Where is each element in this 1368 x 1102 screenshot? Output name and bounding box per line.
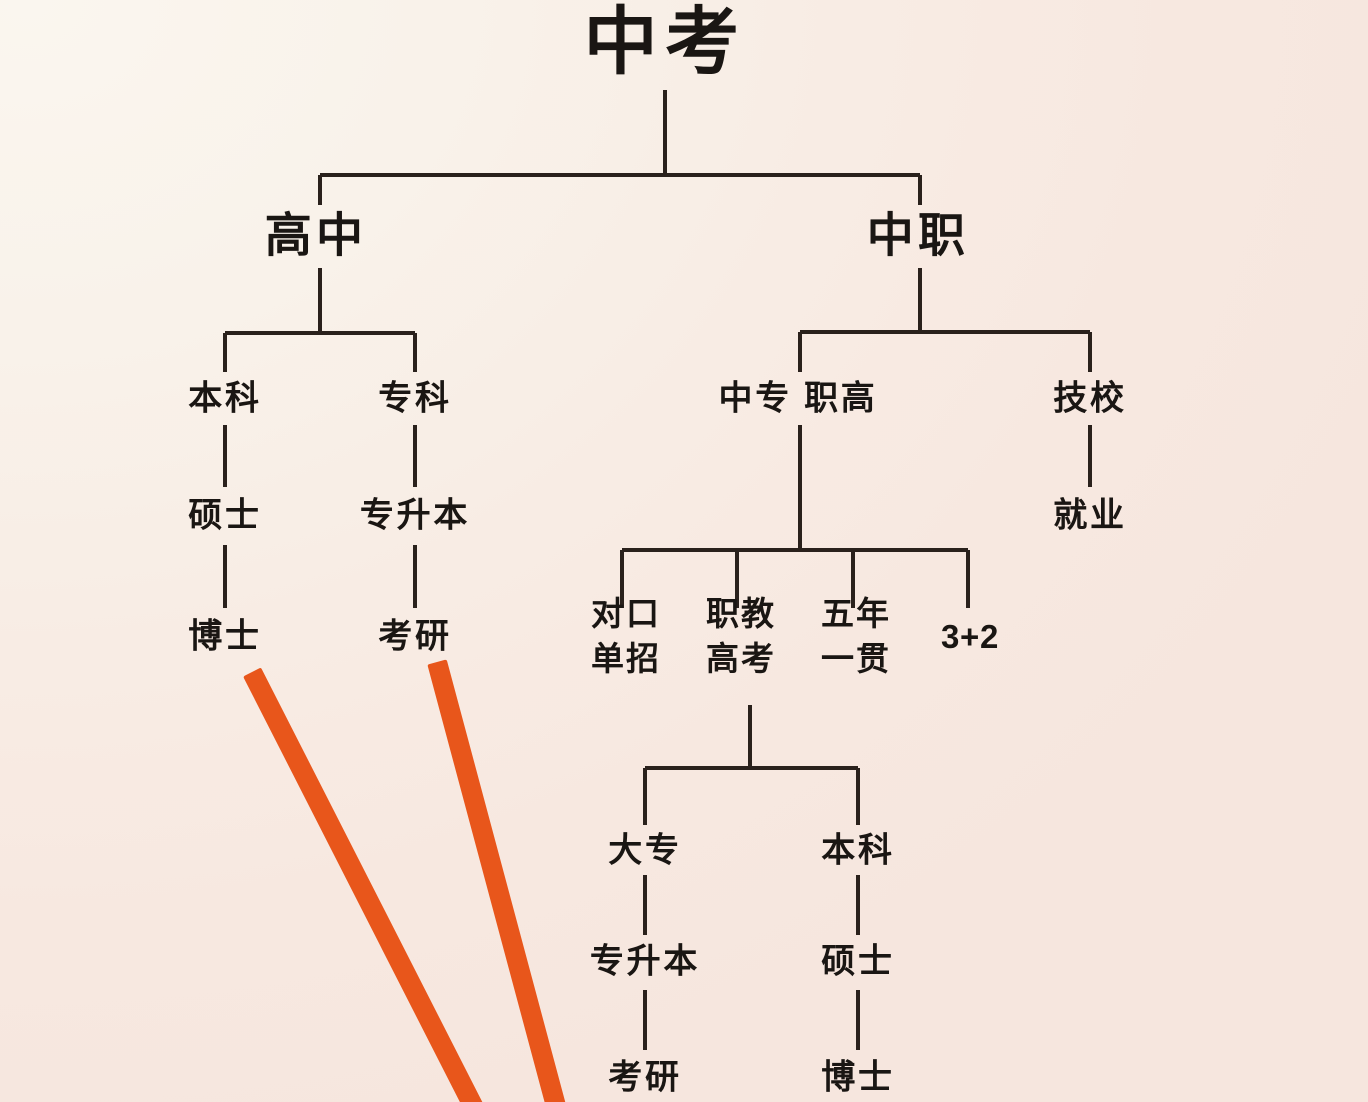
node-boshi: 博士 <box>188 617 262 656</box>
node-vocational-kaoyan: 考研 <box>608 1058 682 1097</box>
node-zhijiao-gaokao: 职教 高考 <box>706 592 776 682</box>
node-wunian-yiguan: 五年 一贯 <box>821 592 891 682</box>
node-kaoyan: 考研 <box>378 617 452 656</box>
node-benke: 本科 <box>188 379 262 418</box>
node-root-title: 中考 <box>583 0 747 84</box>
node-shuoshi: 硕士 <box>188 496 262 535</box>
node-jiuye: 就业 <box>1053 496 1127 535</box>
node-zhongzhi: 中职 <box>866 208 970 262</box>
node-zhijiao-line2: 高考 <box>706 640 776 677</box>
node-zhongzhuan-zhigao: 中专 职高 <box>718 379 878 418</box>
node-zhuanke: 专科 <box>378 379 452 418</box>
node-dazhuan: 大专 <box>608 831 682 870</box>
node-duikou-danzhao: 对口 单招 <box>591 592 661 682</box>
node-vocational-boshi: 博士 <box>821 1058 895 1097</box>
node-wunian-line1: 五年 <box>821 595 891 633</box>
node-duikou-line1: 对口 <box>591 595 661 633</box>
node-duikou-line2: 单招 <box>591 640 661 677</box>
node-zhuanshengben: 专升本 <box>359 496 471 535</box>
node-zhijiao-line1: 职教 <box>706 595 776 633</box>
node-three-plus-two: 3+2 <box>941 617 999 655</box>
node-vocational-benke: 本科 <box>821 831 895 870</box>
node-vocational-zhuanshengben: 专升本 <box>589 942 701 981</box>
node-wunian-line2: 一贯 <box>821 640 891 677</box>
node-jixiao: 技校 <box>1053 379 1127 418</box>
node-vocational-shuoshi: 硕士 <box>821 942 895 981</box>
node-gaozhong: 高中 <box>264 208 368 262</box>
